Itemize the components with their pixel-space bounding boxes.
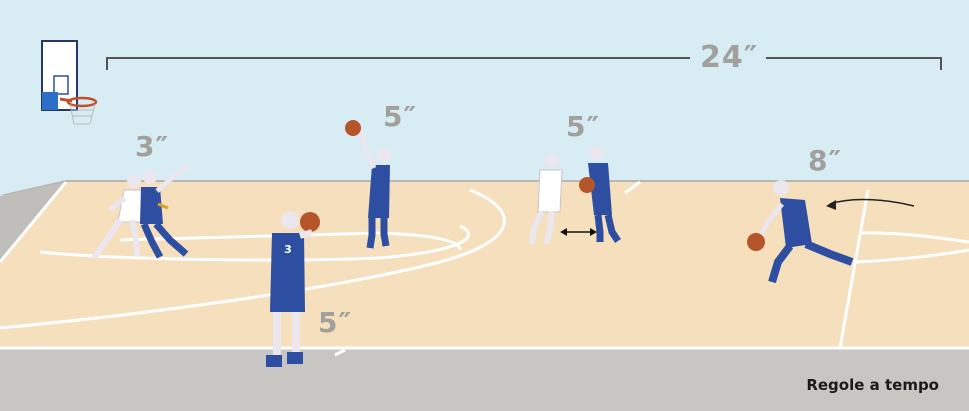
jersey-number: 3 [284,243,292,256]
timer-dribbler-label: 8″ [808,144,842,177]
caption: Regole a tempo [806,376,939,394]
timer-shooter-label: 5″ [383,100,417,133]
ball [300,212,320,232]
timer-post-label: 3″ [135,130,169,163]
ball [579,177,595,193]
ball [345,120,361,136]
ball [747,233,765,251]
timer-holder-label: 5″ [566,110,600,143]
timer-inbound-label: 5″ [318,306,352,339]
timeline-total-label: 24″ [700,40,758,75]
